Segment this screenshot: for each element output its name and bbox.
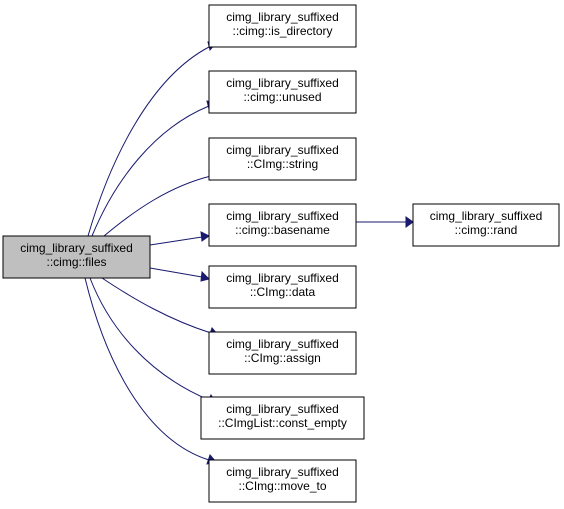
edge-files-basename	[149, 236, 203, 246]
node-files-line2: ::cimg::files	[46, 255, 106, 269]
node-move-to[interactable]: cimg_library_suffixed ::CImg::move_to	[208, 459, 357, 503]
arrow-basename	[200, 231, 210, 242]
node-data[interactable]: cimg_library_suffixed ::CImg::data	[208, 265, 357, 309]
node-is-directory[interactable]: cimg_library_suffixed ::cimg::is_directo…	[208, 4, 357, 48]
edge-files-const-empty	[89, 277, 210, 401]
edge-files-data	[149, 267, 203, 278]
edge-files-move-to	[84, 277, 210, 461]
node-unused[interactable]: cimg_library_suffixed ::cimg::unused	[208, 70, 357, 114]
node-files-line1: cimg_library_suffixed	[20, 241, 133, 255]
node-const-empty[interactable]: cimg_library_suffixed ::CImgList::const_…	[200, 396, 365, 440]
node-string-line2: ::CImg::string	[247, 157, 318, 171]
node-data-line2: ::CImg::data	[250, 285, 316, 299]
node-rand-line1: cimg_library_suffixed	[430, 209, 543, 223]
node-string-line1: cimg_library_suffixed	[226, 143, 339, 157]
edge-files-unused	[91, 105, 210, 237]
node-assign-line2: ::CImg::assign	[244, 351, 321, 365]
node-assign[interactable]: cimg_library_suffixed ::CImg::assign	[208, 331, 357, 375]
node-assign-line1: cimg_library_suffixed	[226, 337, 339, 351]
node-rand[interactable]: cimg_library_suffixed ::cimg::rand	[412, 203, 560, 247]
node-move-to-line1: cimg_library_suffixed	[226, 465, 339, 479]
node-is-directory-line1: cimg_library_suffixed	[226, 10, 339, 24]
arrow-rand	[405, 216, 414, 228]
node-unused-line1: cimg_library_suffixed	[226, 76, 339, 90]
node-basename[interactable]: cimg_library_suffixed ::cimg::basename	[208, 203, 357, 247]
node-string[interactable]: cimg_library_suffixed ::CImg::string	[208, 137, 357, 181]
edge-files-assign	[101, 277, 212, 334]
node-basename-line2: ::cimg::basename	[235, 223, 330, 237]
node-data-line1: cimg_library_suffixed	[226, 271, 339, 285]
node-basename-line1: cimg_library_suffixed	[226, 209, 339, 223]
node-const-empty-line1: cimg_library_suffixed	[226, 402, 339, 416]
node-move-to-line2: ::CImg::move_to	[238, 479, 326, 493]
node-const-empty-line2: ::CImgList::const_empty	[218, 416, 347, 430]
node-is-directory-line2: ::cimg::is_directory	[232, 24, 332, 38]
node-rand-line2: ::cimg::rand	[455, 223, 518, 237]
node-unused-line2: ::cimg::unused	[243, 90, 321, 104]
node-files[interactable]: cimg_library_suffixed ::cimg::files	[2, 235, 151, 279]
edge-files-is-directory	[87, 46, 210, 237]
arrow-data	[200, 270, 210, 282]
edge-files-string	[103, 175, 212, 237]
